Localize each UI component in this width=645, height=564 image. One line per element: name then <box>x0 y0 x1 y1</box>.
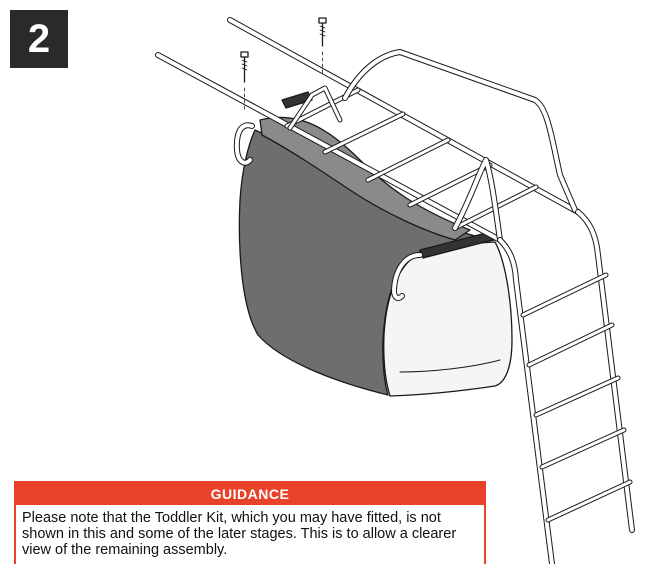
bolt-right <box>318 17 327 76</box>
ladder <box>497 209 635 564</box>
step-number-badge: 2 <box>10 10 68 68</box>
canopy-trim-top <box>281 91 313 109</box>
guidance-title: GUIDANCE <box>16 483 484 505</box>
canopy-end-panel <box>383 241 513 397</box>
canopy-end-highlight <box>399 359 501 373</box>
canopy-inner-panel <box>259 116 471 241</box>
guidance-text: Please note that the Toddler Kit, which … <box>22 510 457 558</box>
guidance-box: GUIDANCE Please note that the Toddler Ki… <box>14 481 486 564</box>
step-number: 2 <box>27 17 51 61</box>
bolt-left <box>240 51 249 111</box>
